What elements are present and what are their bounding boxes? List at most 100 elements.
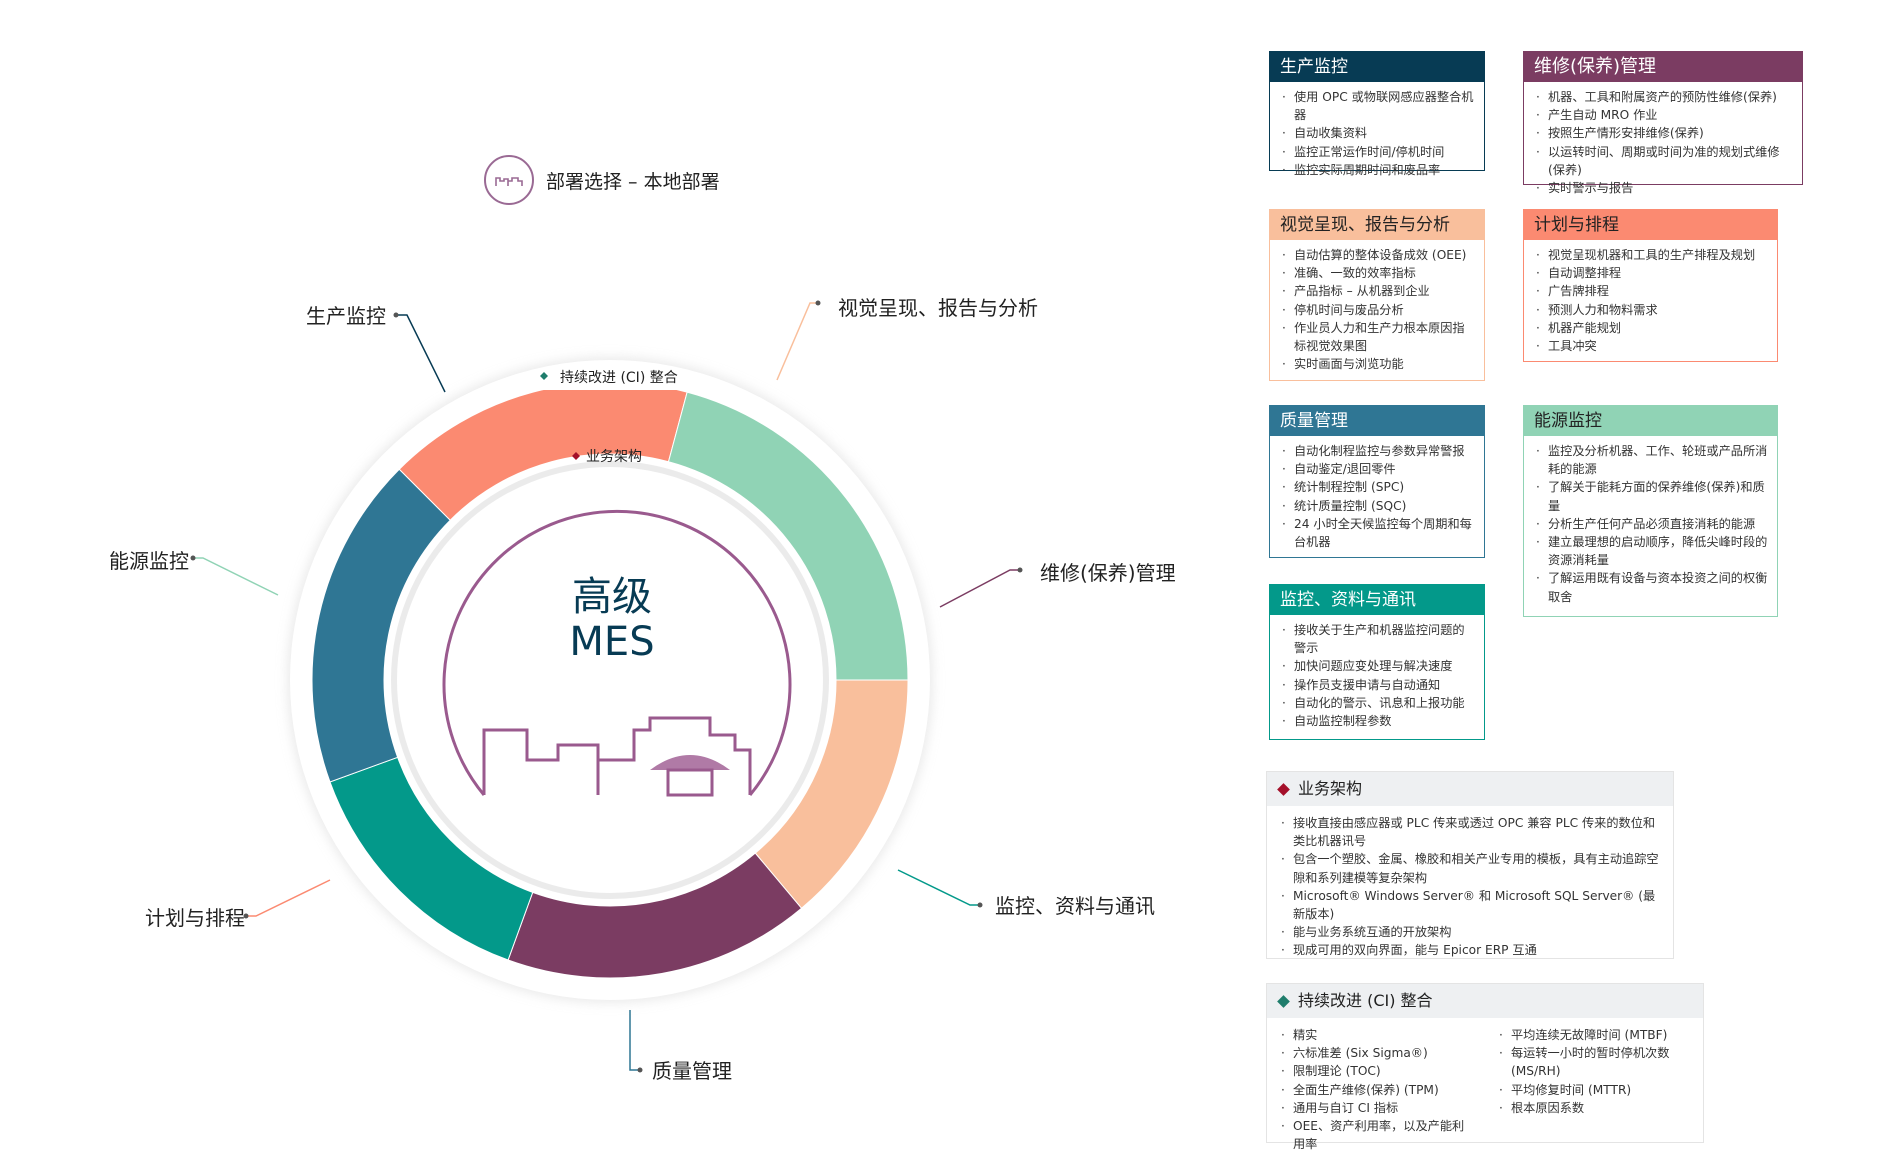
list-item: 能与业务系统互通的开放架构 [1277,923,1663,941]
list-item: 每运转一小时的暂时停机次数 (MS/RH) [1495,1044,1693,1080]
list-item: 操作员支援申请与自动通知 [1278,676,1476,694]
list-item: 自动化的警示、讯息和上报功能 [1278,694,1476,712]
list-item: 精实 [1277,1026,1475,1044]
list-item: 了解运用既有设备与资本投资之间的权衡取舍 [1532,569,1769,605]
list-item: 自动监控制程参数 [1278,712,1476,730]
factory-outline-icon [484,155,534,205]
list-item: 通用与自订 CI 指标 [1277,1099,1475,1117]
list-item: 自动估算的整体设备成效 (OEE) [1278,246,1476,264]
card-monitoring: 监控、资料与通讯 接收关于生产和机器监控问题的警示 加快问题应变处理与解决速度 … [1269,584,1485,740]
label-visual: 视觉呈现、报告与分析 [838,296,1038,320]
label-monitoring: 监控、资料与通讯 [995,894,1155,918]
list-item: OEE、资产利用率，以及产能利用率 [1277,1117,1475,1153]
inner-ring-background [391,461,829,899]
panel-ci-integration: 持续改进 (CI) 整合 精实 六标准差 (Six Sigma®) 限制理论 (… [1266,983,1704,1151]
list-item: 使用 OPC 或物联网感应器整合机器 [1278,88,1476,124]
list-item: 预测人力和物料需求 [1532,301,1769,319]
label-maintenance: 维修(保养)管理 [1040,561,1176,585]
card-energy: 能源监控 监控及分析机器、工作、轮班或产品所消耗的能源 了解关于能耗方面的保养维… [1523,405,1778,617]
list-item: 工具冲突 [1532,337,1769,355]
list-item: 产品指标 – 从机器到企业 [1278,282,1476,300]
list-item: 停机时间与废品分析 [1278,301,1476,319]
leader-scheduling [246,879,331,917]
list-item: 准确、一致的效率指标 [1278,264,1476,282]
list-item: 广告牌排程 [1532,282,1769,300]
center-title-line2: MES [569,619,654,665]
list-item: 平均修复时间 (MTTR) [1495,1081,1693,1099]
shop-door-icon [666,768,714,797]
list-item: 现成可用的双向界面，能与 Epicor ERP 互通 [1277,941,1663,959]
card-list: 接收关于生产和机器监控问题的警示 加快问题应变处理与解决速度 操作员支援申请与自… [1270,615,1484,738]
list-item: 接收直接由感应器或 PLC 传来或透过 OPC 兼容 PLC 传来的数位和类比机… [1277,814,1663,850]
list-item: 根本原因系数 [1495,1099,1693,1117]
panel-header: 持续改进 (CI) 整合 [1267,984,1703,1018]
ci-diamond-icon [540,372,548,380]
list-item: 自动化制程监控与参数异常警报 [1278,442,1476,460]
list-item: 监控实际周期时间和废品率 [1278,161,1476,179]
diamond-icon [1277,994,1290,1008]
card-visual: 视觉呈现、报告与分析 自动估算的整体设备成效 (OEE) 准确、一致的效率指标 … [1269,209,1485,381]
list-item: 监控正常运作时间/停机时间 [1278,143,1476,161]
leader-visual [776,302,818,381]
panel-business-architecture: 业务架构 接收直接由感应器或 PLC 传来或透过 OPC 兼容 PLC 传来的数… [1266,771,1674,959]
list-item: 实时画面与浏览功能 [1278,355,1476,373]
card-title: 计划与排程 [1524,210,1777,240]
card-title: 监控、资料与通讯 [1270,585,1484,615]
leader-quality [629,1010,640,1071]
center-title-line1: 高级 [572,574,652,620]
inner-arc-outline [442,509,792,796]
card-list: 监控及分析机器、工作、轮班或产品所消耗的能源 了解关于能耗方面的保养维修(保养)… [1524,436,1777,614]
card-title: 质量管理 [1270,406,1484,436]
diamond-icon [1277,782,1290,796]
outer-ring-label: 持续改进 (CI) 整合 [560,369,678,386]
list-item: 24 小时全天候监控每个周期和每台机器 [1278,515,1476,551]
leader-energy [193,557,279,596]
leader-production [396,314,446,393]
business-diamond-icon [572,452,580,460]
list-item: 接收关于生产和机器监控问题的警示 [1278,621,1476,657]
list-item: 限制理论 (TOC) [1277,1062,1475,1080]
panel-list-right: 平均连续无故障时间 (MTBF) 每运转一小时的暂时停机次数 (MS/RH) 平… [1485,1018,1703,1161]
card-quality: 质量管理 自动化制程监控与参数异常警报 自动鉴定/退回零件 统计制程控制 (SP… [1269,405,1485,558]
list-item: 了解关于能耗方面的保养维修(保养)和质量 [1532,478,1769,514]
list-item: 分析生产任何产品必须直接消耗的能源 [1532,515,1769,533]
card-list: 视觉呈现机器和工具的生产排程及规划 自动调整排程 广告牌排程 预测人力和物料需求… [1524,240,1777,363]
list-item: 实时警示与报告 [1532,179,1794,197]
factory-skyline-icon [482,716,752,795]
list-item: 机器产能规划 [1532,319,1769,337]
card-title: 能源监控 [1524,406,1777,436]
label-energy: 能源监控 [109,549,189,573]
card-title: 生产监控 [1270,52,1484,82]
list-item: 监控及分析机器、工作、轮班或产品所消耗的能源 [1532,442,1769,478]
deployment-option: 部署选择 – 本地部署 [484,155,720,205]
list-item: 视觉呈现机器和工具的生产排程及规划 [1532,246,1769,264]
leader-monitoring [897,869,980,906]
panel-list-left: 精实 六标准差 (Six Sigma®) 限制理论 (TOC) 全面生产维修(保… [1267,1018,1485,1161]
inner-ring-shadow [391,461,829,899]
card-maintenance: 维修(保养)管理 机器、工具和附属资产的预防性维修(保养) 产生自动 MRO 作… [1523,51,1803,195]
card-title: 视觉呈现、报告与分析 [1270,210,1484,240]
card-list: 使用 OPC 或物联网感应器整合机器 自动收集资料 监控正常运作时间/停机时间 … [1270,82,1484,187]
list-item: 按照生产情形安排维修(保养) [1532,124,1794,142]
panel-header: 业务架构 [1267,772,1673,806]
inner-ring-label: 业务架构 [586,449,642,465]
list-item: Microsoft® Windows Server® 和 Microsoft S… [1277,887,1663,923]
list-item: 包含一个塑胶、金属、橡胶和相关产业专用的模板，具有主动追踪空隙和系列建模等复杂架… [1277,850,1663,886]
list-item: 加快问题应变处理与解决速度 [1278,657,1476,675]
awning-icon [650,755,730,770]
list-item: 自动鉴定/退回零件 [1278,460,1476,478]
list-item: 以运转时间、周期或时间为准的规划式维修(保养) [1532,143,1794,179]
card-list: 机器、工具和附属资产的预防性维修(保养) 产生自动 MRO 作业 按照生产情形安… [1524,82,1802,205]
list-item: 六标准差 (Six Sigma®) [1277,1044,1475,1062]
label-quality: 质量管理 [652,1059,732,1083]
list-item: 统计制程控制 (SPC) [1278,478,1476,496]
card-list: 自动估算的整体设备成效 (OEE) 准确、一致的效率指标 产品指标 – 从机器到… [1270,240,1484,381]
list-item: 全面生产维修(保养) (TPM) [1277,1081,1475,1099]
card-scheduling: 计划与排程 视觉呈现机器和工具的生产排程及规划 自动调整排程 广告牌排程 预测人… [1523,209,1778,362]
label-scheduling: 计划与排程 [145,906,245,930]
panel-title: 业务架构 [1298,779,1363,798]
list-item: 产生自动 MRO 作业 [1532,106,1794,124]
card-production: 生产监控 使用 OPC 或物联网感应器整合机器 自动收集资料 监控正常运作时间/… [1269,51,1485,177]
card-list: 自动化制程监控与参数异常警报 自动鉴定/退回零件 统计制程控制 (SPC) 统计… [1270,436,1484,559]
